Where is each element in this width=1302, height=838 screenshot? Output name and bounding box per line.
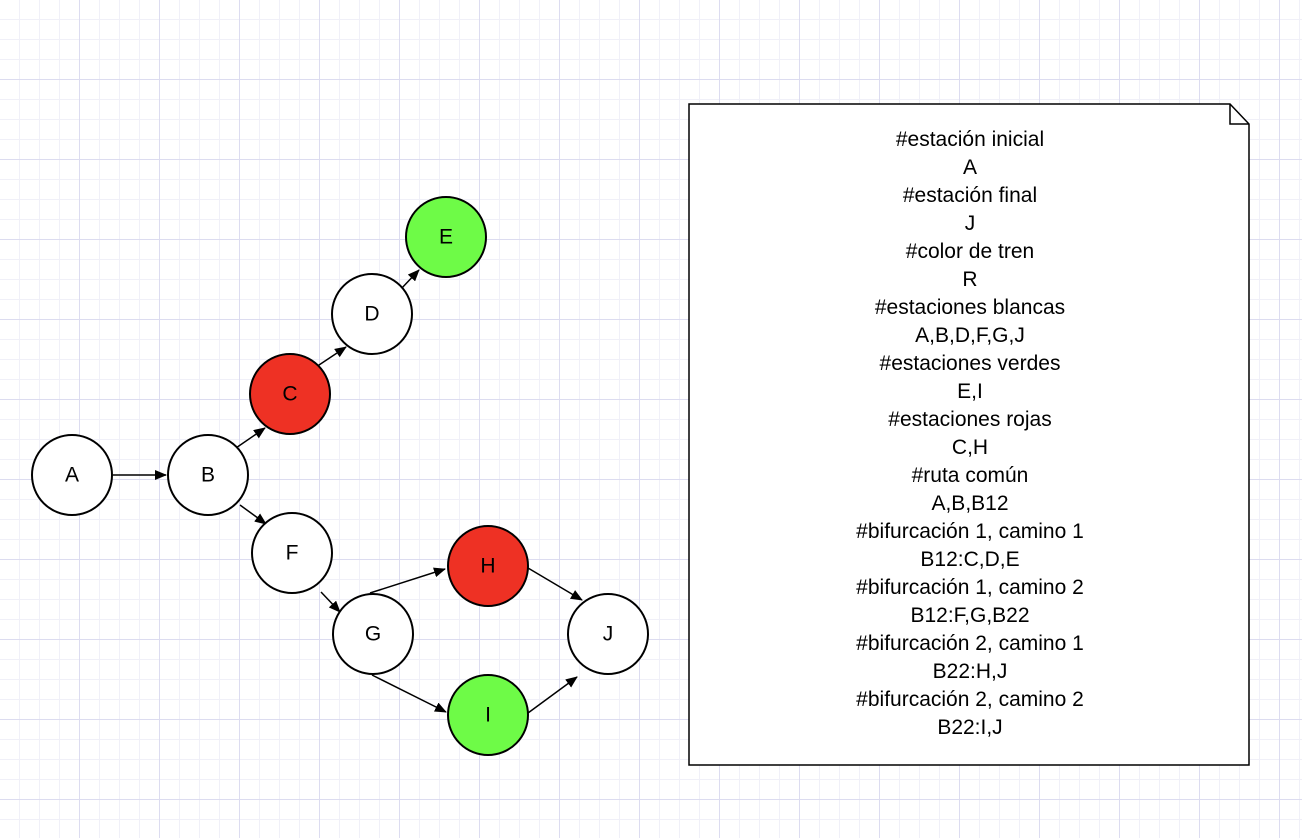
note-shape (688, 103, 1250, 766)
station-i-label: I (485, 704, 491, 727)
note-line: E,I (957, 380, 983, 403)
note-line: B12:C,D,E (920, 548, 1020, 571)
station-b-circle (167, 434, 249, 516)
note-line: #color de tren (905, 240, 1035, 263)
note-line: #ruta común (911, 464, 1029, 487)
note-line: #estación inicial (895, 128, 1045, 151)
station-c-label: C (282, 383, 297, 406)
station-i[interactable]: I (447, 674, 529, 756)
station-c-circle (249, 353, 331, 435)
station-i-circle (447, 674, 529, 756)
note-line: #bifurcación 1, camino 1 (856, 520, 1084, 543)
station-j[interactable]: J (567, 593, 649, 675)
note-line: A (962, 156, 977, 179)
edge-b-c[interactable] (232, 427, 266, 451)
station-h-circle (447, 525, 529, 607)
nodes: A B C D E F G H (31, 196, 649, 756)
note-line: A,B,B12 (931, 492, 1009, 515)
station-c[interactable]: C (249, 353, 331, 435)
station-a-label: A (65, 464, 79, 487)
station-a[interactable]: A (31, 434, 113, 516)
note-line: #estación final (902, 184, 1038, 207)
station-g-label: G (365, 623, 381, 646)
route-note[interactable] (688, 103, 1250, 766)
station-b-label: B (201, 464, 215, 487)
note-line: #estaciones verdes (879, 352, 1061, 375)
note-line: B22:H,J (932, 660, 1008, 683)
note-line: #estaciones rojas (888, 408, 1052, 431)
station-f[interactable]: F (251, 512, 333, 594)
station-e[interactable]: E (405, 196, 487, 278)
edge-i-j[interactable] (527, 676, 578, 714)
note-line: B22:I,J (937, 716, 1003, 739)
station-e-circle (405, 196, 487, 278)
note-line: C,H (951, 436, 989, 459)
station-f-circle (251, 512, 333, 594)
station-h[interactable]: H (447, 525, 529, 607)
station-a-circle (31, 434, 113, 516)
station-j-circle (567, 593, 649, 675)
station-j-label: J (603, 623, 614, 646)
station-f-label: F (286, 542, 299, 565)
station-d[interactable]: D (331, 273, 413, 355)
note-line: #bifurcación 1, camino 2 (856, 576, 1084, 599)
station-d-label: D (364, 303, 379, 326)
edge-g-h[interactable] (369, 567, 446, 594)
edge-d-e[interactable] (399, 269, 420, 291)
edge-b-f[interactable] (239, 504, 267, 525)
station-b[interactable]: B (167, 434, 249, 516)
station-h-label: H (480, 555, 495, 578)
note-line: J (964, 212, 976, 235)
note-line: A,B,D,F,G,J (915, 324, 1025, 347)
station-e-label: E (439, 226, 453, 249)
note-line: #estaciones blancas (874, 296, 1066, 319)
edge-f-g[interactable] (320, 591, 341, 613)
station-d-circle (331, 273, 413, 355)
note-line: #bifurcación 2, camino 2 (856, 688, 1084, 711)
station-g-circle (332, 593, 414, 675)
note-line: B12:F,G,B22 (910, 604, 1030, 627)
note-line: #bifurcación 2, camino 1 (856, 632, 1084, 655)
note-fold-corner (1229, 104, 1249, 125)
edge-h-j[interactable] (527, 567, 583, 601)
station-g[interactable]: G (332, 593, 414, 675)
edge-g-i[interactable] (371, 674, 447, 713)
note-text: #estación inicial A #estación final J #c… (690, 126, 1250, 742)
note-line: R (962, 268, 978, 291)
